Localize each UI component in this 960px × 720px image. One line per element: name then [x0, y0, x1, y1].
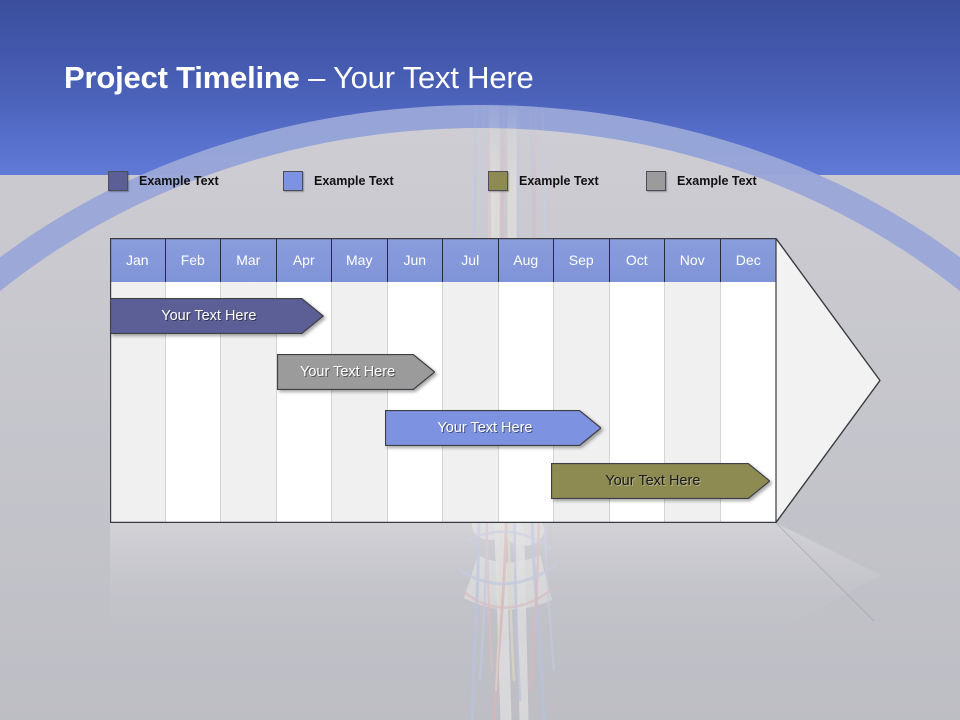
task-bar-label-4: Your Text Here [605, 473, 701, 489]
grid-column-may [332, 282, 388, 523]
legend-label-4: Example Text [677, 174, 757, 188]
month-header-apr[interactable]: Apr [276, 238, 332, 282]
legend-item-4[interactable]: Example Text [646, 168, 757, 194]
month-header-jan[interactable]: Jan [110, 238, 166, 282]
month-header-dec[interactable]: Dec [720, 238, 776, 282]
grid-column-jun [387, 282, 443, 523]
month-header-jun[interactable]: Jun [387, 238, 443, 282]
task-bar-3[interactable]: Your Text Here [384, 410, 602, 446]
legend: Example Text Example Text Example Text E… [108, 168, 828, 194]
legend-label-2: Example Text [314, 174, 394, 188]
legend-swatch-icon-4 [646, 171, 666, 191]
legend-item-1[interactable]: Example Text [108, 168, 219, 194]
task-bar-label-1: Your Text Here [161, 308, 257, 324]
legend-swatch-icon-2 [283, 171, 303, 191]
grid-column-jul [443, 282, 499, 523]
slide-title: Project Timeline – Your Text Here [64, 60, 534, 96]
task-bar-1[interactable]: Your Text Here [110, 298, 324, 334]
month-header-mar[interactable]: Mar [221, 238, 277, 282]
task-bar-shape-2 [276, 354, 435, 390]
legend-label-1: Example Text [139, 174, 219, 188]
month-header-may[interactable]: May [332, 238, 388, 282]
legend-swatch-icon-1 [108, 171, 128, 191]
legend-item-3[interactable]: Example Text [488, 168, 599, 194]
legend-swatch-icon-3 [488, 171, 508, 191]
month-header-jul[interactable]: Jul [443, 238, 499, 282]
task-bar-label-3: Your Text Here [437, 420, 533, 436]
month-header-sep[interactable]: Sep [554, 238, 610, 282]
title-strong: Project Timeline [64, 60, 300, 95]
month-header-aug[interactable]: Aug [498, 238, 554, 282]
task-bar-shape-3 [384, 410, 602, 446]
title-light: – Your Text Here [299, 60, 534, 95]
legend-label-3: Example Text [519, 174, 599, 188]
task-bar-2[interactable]: Your Text Here [276, 354, 435, 390]
month-header-oct[interactable]: Oct [609, 238, 665, 282]
month-header-feb[interactable]: Feb [165, 238, 221, 282]
month-header-nov[interactable]: Nov [665, 238, 721, 282]
task-bar-4[interactable]: Your Text Here [551, 463, 771, 499]
task-bar-shape-1 [110, 298, 324, 334]
task-bar-shape-4 [551, 463, 771, 499]
task-bar-label-2: Your Text Here [300, 364, 396, 380]
legend-item-2[interactable]: Example Text [283, 168, 394, 194]
grid-column-aug [498, 282, 554, 523]
